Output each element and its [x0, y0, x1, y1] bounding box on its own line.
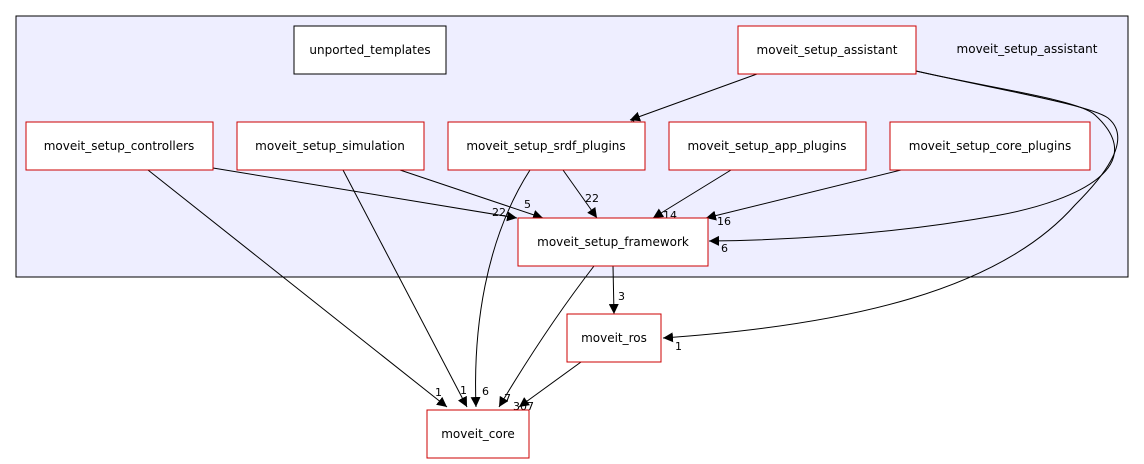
- edge-moveit-ros-to-moveit-core: [518, 361, 582, 408]
- node-label: moveit_setup_controllers: [44, 139, 195, 153]
- node-label: moveit_setup_srdf_plugins: [466, 139, 625, 153]
- edge-label-controllers-to-moveit-core: 1: [435, 386, 442, 399]
- node-box: [426, 409, 530, 459]
- edge-app-plugins-to-framework: [652, 169, 732, 219]
- node-label: moveit_ros: [581, 331, 647, 345]
- node-label: unported_templates: [309, 43, 430, 57]
- node-label: moveit_setup_assistant: [757, 43, 898, 57]
- node-moveit-core[interactable]: moveit_core: [426, 409, 530, 459]
- edge-label-assistant-to-framework: 6: [721, 242, 728, 255]
- node-moveit-setup-framework[interactable]: moveit_setup_framework: [517, 217, 709, 267]
- edge-simulation-to-moveit-core: [342, 169, 468, 408]
- node-box: [447, 121, 646, 171]
- edge-label-framework-to-moveit-ros: 3: [618, 290, 625, 303]
- edge-assistant-to-moveit-ros: [662, 70, 1119, 343]
- node-label: moveit_setup_framework: [537, 235, 689, 249]
- node-box: [737, 25, 917, 75]
- edge-label-srdf-plugins-to-framework: 22: [585, 192, 599, 205]
- edge-srdf-plugins-to-moveit-core: [470, 169, 531, 408]
- node-unported-templates[interactable]: unported_templates: [293, 25, 447, 75]
- edge-srdf-plugins-to-framework: [562, 169, 598, 219]
- node-box: [25, 121, 214, 171]
- edge-assistant-to-framework: [708, 70, 1116, 246]
- node-moveit-setup-core-plugins[interactable]: moveit_setup_core_plugins: [889, 121, 1091, 171]
- edge-label-simulation-to-moveit-core: 1: [460, 384, 467, 397]
- node-moveit-setup-simulation[interactable]: moveit_setup_simulation: [236, 121, 425, 171]
- node-moveit-setup-app-plugins[interactable]: moveit_setup_app_plugins: [668, 121, 867, 171]
- node-box: [889, 121, 1091, 171]
- node-label: moveit_setup_simulation: [255, 139, 405, 153]
- nodes: unported_templates moveit_setup_assistan…: [25, 25, 1091, 459]
- edge-label-core-plugins-to-framework: 16: [717, 215, 731, 228]
- cluster-label[interactable]: moveit_setup_assistant: [957, 42, 1098, 56]
- node-moveit-setup-assistant[interactable]: moveit_setup_assistant: [737, 25, 917, 75]
- node-moveit-setup-controllers[interactable]: moveit_setup_controllers: [25, 121, 214, 171]
- node-box: [668, 121, 867, 171]
- edge-controllers-to-moveit-core: [147, 169, 448, 408]
- edge-framework-to-moveit-core: [498, 265, 595, 408]
- node-moveit-ros[interactable]: moveit_ros: [566, 313, 662, 363]
- edge-label-assistant-to-moveit-ros: 1: [675, 340, 682, 353]
- node-label: moveit_core: [441, 427, 515, 441]
- edge-framework-to-moveit-ros: [608, 265, 619, 315]
- edge-core-plugins-to-framework: [705, 169, 902, 221]
- edge-label-controllers-to-framework: 22: [492, 206, 506, 219]
- node-box: [566, 313, 662, 363]
- node-box: [517, 217, 709, 267]
- node-moveit-setup-srdf-plugins[interactable]: moveit_setup_srdf_plugins: [447, 121, 646, 171]
- node-label: moveit_setup_core_plugins: [909, 139, 1071, 153]
- edge-label-srdf-plugins-to-moveit-core: 6: [482, 385, 489, 398]
- edge-controllers-to-framework: [212, 167, 518, 222]
- edge-assistant-to-srdf-plugins: [629, 73, 758, 122]
- edge-label-framework-to-moveit-core: 7: [504, 392, 511, 405]
- edge-simulation-to-framework: [399, 169, 544, 220]
- edge-label-simulation-to-framework: 5: [524, 198, 531, 211]
- node-box: [293, 25, 447, 75]
- node-box: [236, 121, 425, 171]
- node-label: moveit_setup_app_plugins: [687, 139, 846, 153]
